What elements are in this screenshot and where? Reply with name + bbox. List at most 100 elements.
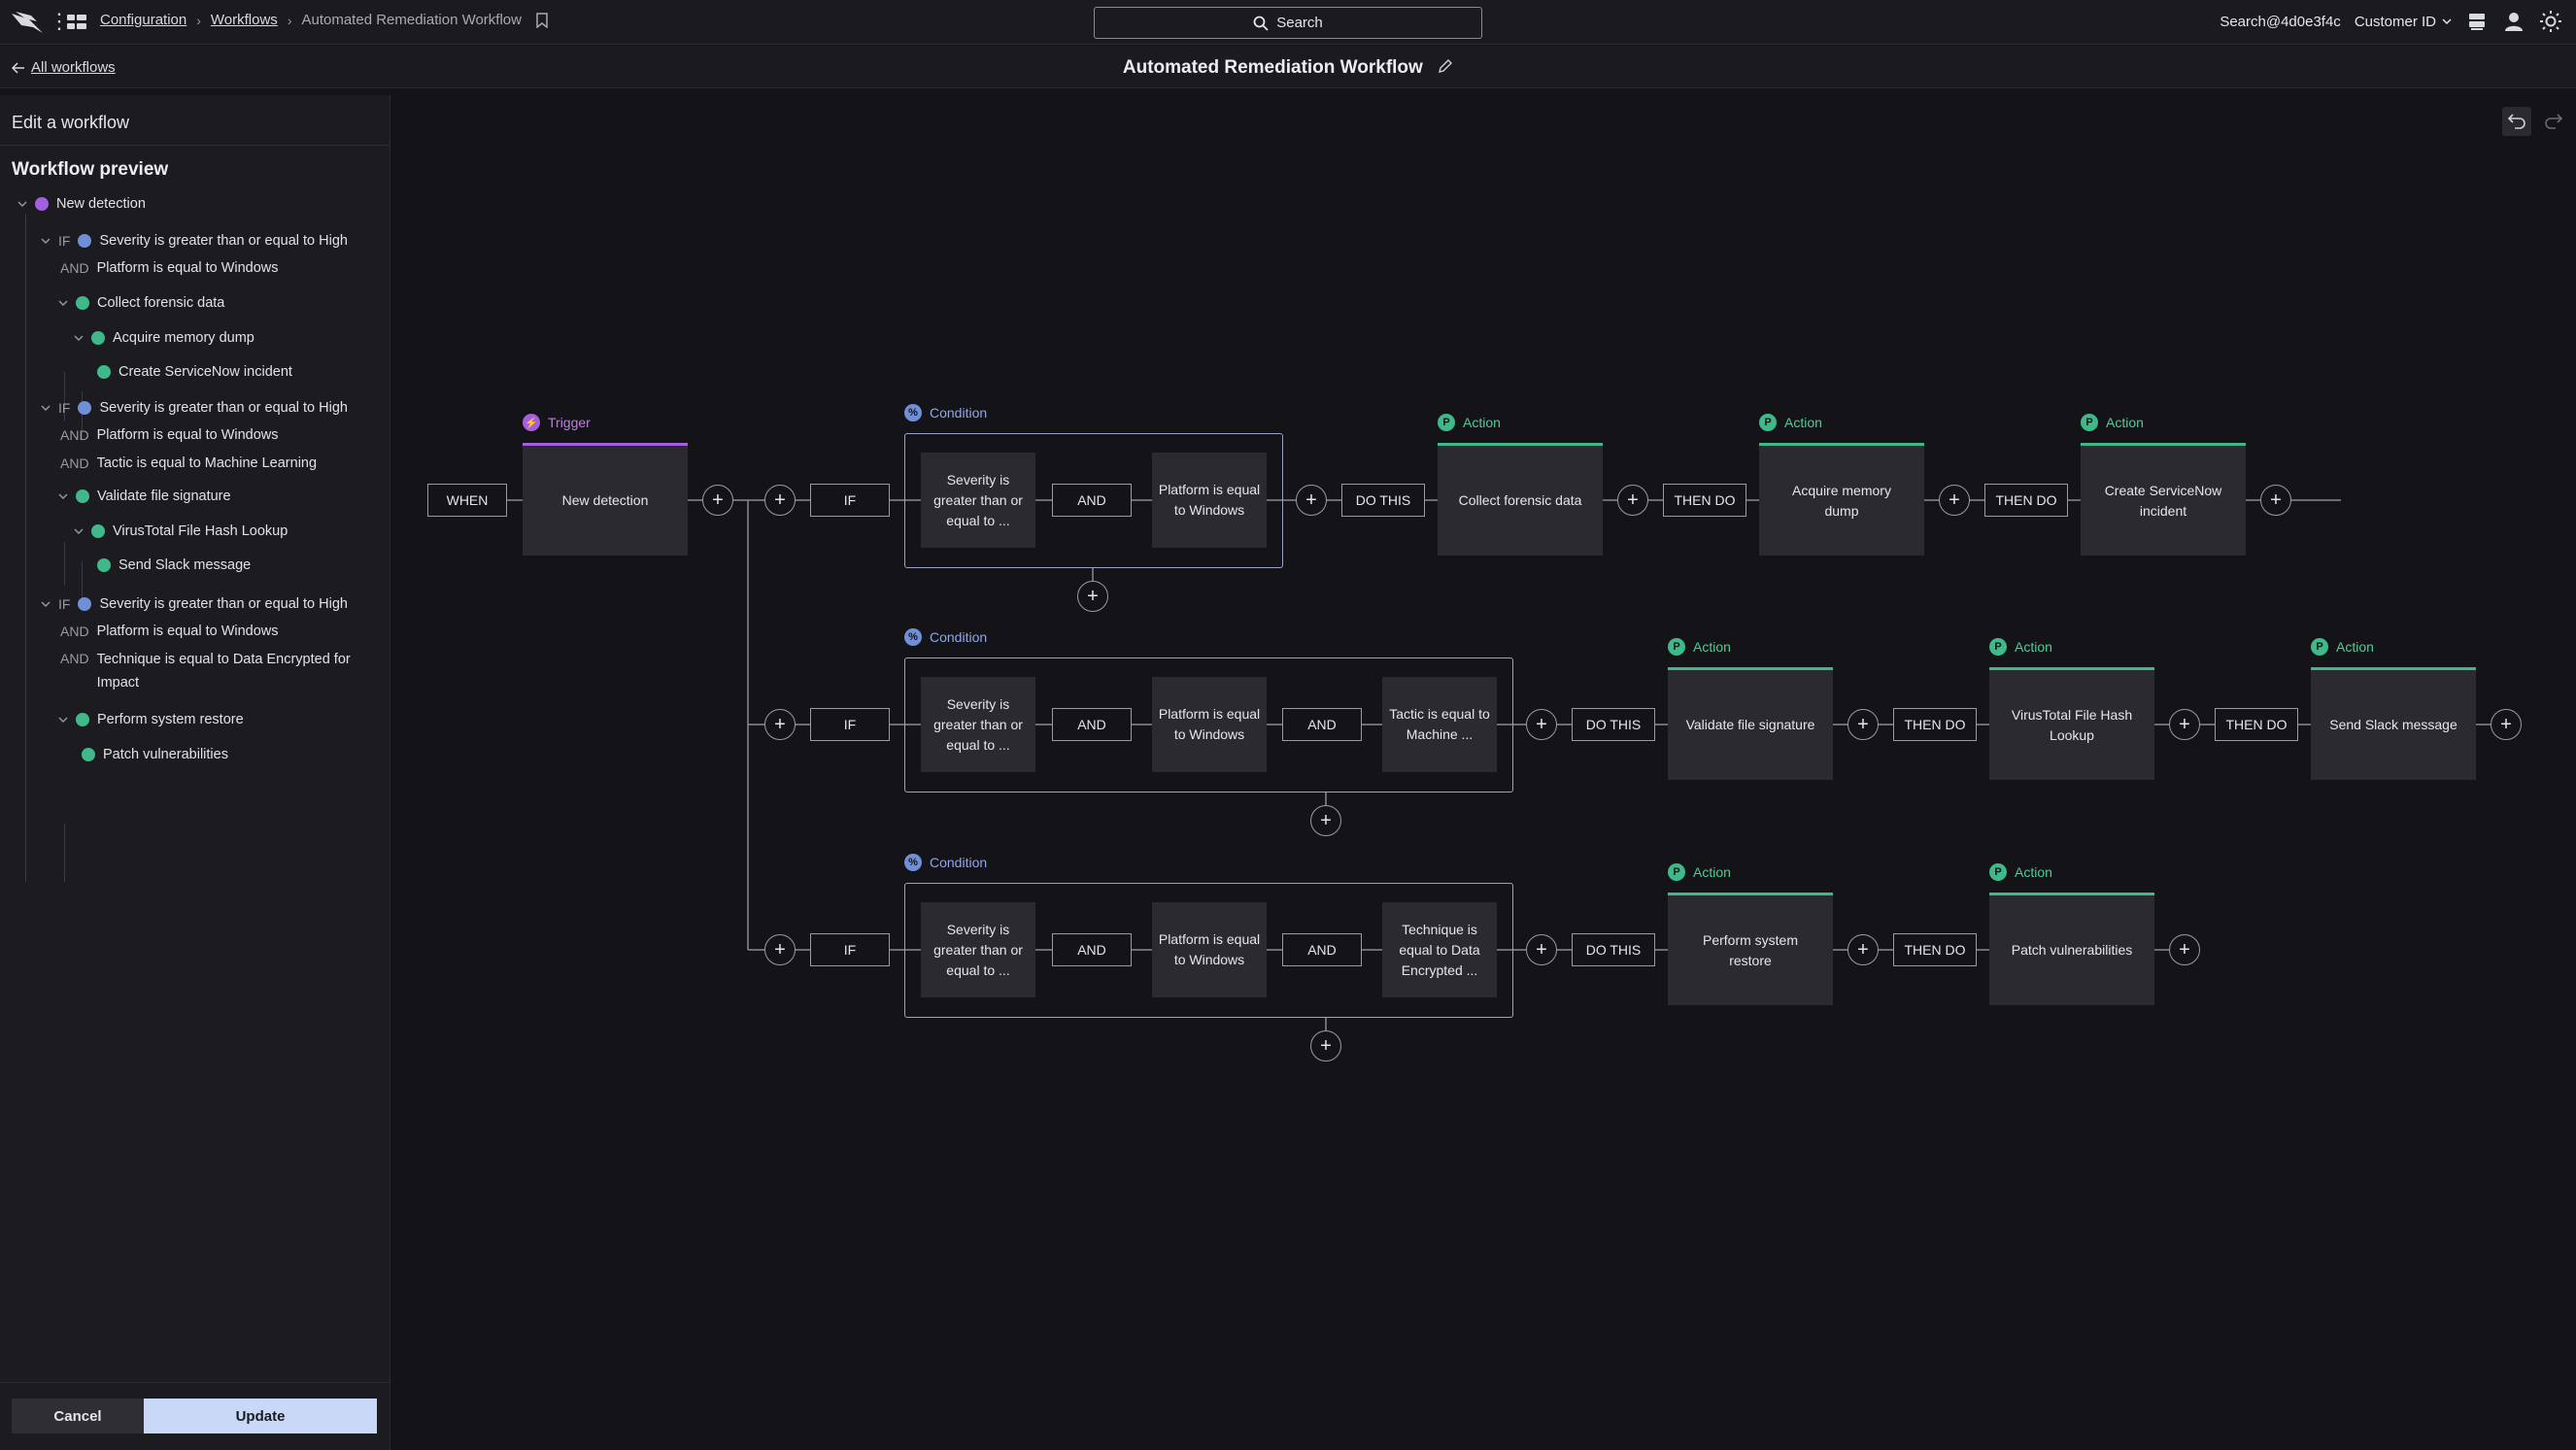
condition-node[interactable]: Severity is greater than or equal to ...: [921, 902, 1035, 997]
chevron-down-icon[interactable]: [74, 526, 84, 536]
action-node[interactable]: VirusTotal File Hash Lookup: [1989, 667, 2154, 780]
edit-workflow-panel: Edit a workflow Workflow preview New det…: [0, 95, 390, 1450]
tree-item-action[interactable]: VirusTotal File Hash Lookup: [74, 523, 288, 539]
condition-group[interactable]: [904, 883, 1513, 1018]
user-id[interactable]: Search@4d0e3f4c: [2220, 13, 2341, 30]
condition-node[interactable]: Severity is greater than or equal to ...: [921, 453, 1035, 548]
tree-item-label: Create ServiceNow incident: [119, 364, 292, 380]
update-button[interactable]: Update: [144, 1399, 377, 1433]
chevron-down-icon[interactable]: [58, 298, 68, 308]
cancel-button[interactable]: Cancel: [12, 1399, 144, 1433]
chevron-down-icon[interactable]: [58, 715, 68, 725]
action-type-text: Action: [1693, 639, 1731, 655]
action-name: Create ServiceNow incident: [2104, 482, 2222, 519]
add-action-button[interactable]: +: [1847, 709, 1879, 740]
action-icon: P: [1759, 414, 1777, 431]
add-condition-button[interactable]: +: [1310, 1030, 1341, 1062]
chevron-down-icon[interactable]: [41, 599, 51, 609]
tree-item-condition-and[interactable]: AND Platform is equal to Windows: [60, 260, 279, 276]
customer-id-dropdown[interactable]: Customer ID: [2355, 14, 2452, 30]
chevron-down-icon[interactable]: [41, 403, 51, 413]
add-action-button[interactable]: +: [2491, 709, 2522, 740]
condition-dot-icon: [78, 597, 92, 611]
add-action-button[interactable]: +: [1526, 934, 1557, 965]
add-condition-button[interactable]: +: [1310, 805, 1341, 836]
condition-node[interactable]: Tactic is equal to Machine ...: [1382, 677, 1497, 772]
condition-node[interactable]: Technique is equal to Data Encrypted ...: [1382, 902, 1497, 997]
chevron-down-icon[interactable]: [74, 333, 84, 343]
condition-text: Platform is equal to Windows: [1158, 706, 1261, 742]
and-label: AND: [1052, 484, 1132, 517]
tree-item-condition-and[interactable]: AND Platform is equal to Windows: [60, 427, 279, 443]
tree-item-action[interactable]: Perform system restore: [58, 712, 244, 727]
messages-icon[interactable]: [2465, 10, 2489, 33]
add-action-button[interactable]: +: [1847, 934, 1879, 965]
tree-item-condition-and[interactable]: AND Tactic is equal to Machine Learning: [60, 455, 317, 471]
undo-button[interactable]: [2502, 107, 2531, 136]
more-vertical-icon[interactable]: ⋮: [49, 9, 70, 33]
theme-sun-icon[interactable]: [2539, 10, 2562, 33]
add-action-button[interactable]: +: [2169, 934, 2200, 965]
then-do-label: THEN DO: [1663, 484, 1746, 517]
tree-item-condition[interactable]: IF Severity is greater than or equal to …: [41, 233, 348, 249]
tree-item-condition-and[interactable]: AND Platform is equal to Windows: [60, 624, 279, 639]
tree-item-action[interactable]: Send Slack message: [97, 557, 251, 573]
condition-group[interactable]: [904, 433, 1283, 568]
add-action-button[interactable]: +: [1939, 485, 1970, 516]
panel-header: Edit a workflow: [0, 95, 390, 146]
all-workflows-link[interactable]: All workflows: [31, 59, 116, 76]
breadcrumb-workflows[interactable]: Workflows: [210, 12, 278, 28]
condition-node[interactable]: Severity is greater than or equal to ...: [921, 677, 1035, 772]
redo-button[interactable]: [2539, 107, 2568, 136]
add-branch-button[interactable]: +: [764, 485, 796, 516]
workflow-canvas[interactable]: WHEN ⚡ Trigger New detection + + IF % Co…: [398, 95, 2576, 1450]
tree-item-action[interactable]: Patch vulnerabilities: [82, 747, 228, 762]
add-action-button[interactable]: +: [1526, 709, 1557, 740]
tree-guide-line: [64, 542, 65, 586]
tree-item-label: Platform is equal to Windows: [96, 427, 279, 443]
tree-item-trigger[interactable]: New detection: [17, 196, 146, 212]
action-type-label: P Action: [1989, 638, 2052, 656]
then-do-label: THEN DO: [2215, 708, 2298, 741]
add-action-button[interactable]: +: [1296, 485, 1327, 516]
action-node[interactable]: Validate file signature: [1668, 667, 1833, 780]
add-action-button[interactable]: +: [2169, 709, 2200, 740]
add-action-button[interactable]: +: [1617, 485, 1648, 516]
add-branch-button[interactable]: +: [764, 709, 796, 740]
back-to-all-workflows[interactable]: All workflows: [12, 59, 116, 76]
edit-pencil-icon[interactable]: [1438, 58, 1453, 74]
condition-node[interactable]: Platform is equal to Windows: [1152, 902, 1267, 997]
action-type-label: P Action: [1668, 863, 1731, 881]
action-type-text: Action: [1693, 864, 1731, 880]
add-after-trigger-button[interactable]: +: [702, 485, 733, 516]
add-action-button[interactable]: +: [2260, 485, 2291, 516]
chevron-down-icon[interactable]: [17, 199, 27, 209]
search-button[interactable]: Search: [1094, 7, 1482, 39]
action-node[interactable]: Perform system restore: [1668, 893, 1833, 1005]
tree-item-condition[interactable]: IF Severity is greater than or equal to …: [41, 596, 348, 612]
tree-item-action[interactable]: Create ServiceNow incident: [97, 364, 292, 380]
menu-grid-icon[interactable]: [66, 12, 87, 33]
action-node[interactable]: Patch vulnerabilities: [1989, 893, 2154, 1005]
trigger-node[interactable]: New detection: [523, 443, 688, 556]
action-node[interactable]: Create ServiceNow incident: [2081, 443, 2246, 556]
bookmark-icon[interactable]: [535, 12, 549, 28]
falcon-logo-icon[interactable]: [10, 8, 45, 37]
chevron-down-icon[interactable]: [58, 491, 68, 501]
add-condition-button[interactable]: +: [1077, 581, 1108, 612]
condition-node[interactable]: Platform is equal to Windows: [1152, 677, 1267, 772]
breadcrumb-configuration[interactable]: Configuration: [100, 12, 187, 28]
add-branch-button[interactable]: +: [764, 934, 796, 965]
tree-item-condition-and[interactable]: AND Technique is equal to Data Encrypted…: [60, 651, 364, 694]
tree-item-action[interactable]: Validate file signature: [58, 489, 231, 504]
condition-group[interactable]: [904, 658, 1513, 792]
condition-node[interactable]: Platform is equal to Windows: [1152, 453, 1267, 548]
action-node[interactable]: Collect forensic data: [1438, 443, 1603, 556]
user-profile-icon[interactable]: [2502, 10, 2525, 33]
action-node[interactable]: Send Slack message: [2311, 667, 2476, 780]
action-node[interactable]: Acquire memory dump: [1759, 443, 1924, 556]
tree-item-action[interactable]: Acquire memory dump: [74, 330, 254, 346]
tree-item-action[interactable]: Collect forensic data: [58, 295, 224, 311]
tree-item-condition[interactable]: IF Severity is greater than or equal to …: [41, 400, 348, 416]
chevron-down-icon[interactable]: [41, 236, 51, 246]
